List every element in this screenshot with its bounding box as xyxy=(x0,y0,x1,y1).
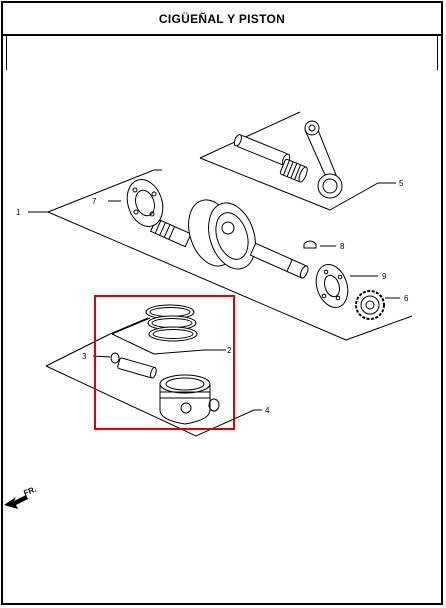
diagram-header: CIGÜEÑAL Y PISTON xyxy=(3,3,441,36)
callout-2: 2 xyxy=(227,346,232,355)
piston-assembly xyxy=(45,304,262,437)
callout-5: 5 xyxy=(399,179,404,188)
diagram-title: CIGÜEÑAL Y PISTON xyxy=(158,11,286,26)
callout-9: 9 xyxy=(382,272,387,281)
front-direction-label: FR. xyxy=(22,485,37,498)
front-direction-marker: FR. xyxy=(4,485,38,509)
callout-8: 8 xyxy=(340,242,345,251)
highlight-box xyxy=(94,295,235,430)
callout-1: 1 xyxy=(16,208,21,217)
frame-divider-right xyxy=(437,36,438,70)
connecting-rod-kit xyxy=(199,111,396,211)
callout-4: 4 xyxy=(265,406,270,415)
bearing-right xyxy=(315,264,378,308)
timing-gear xyxy=(355,290,400,320)
bearing-left xyxy=(108,179,164,227)
callout-6: 6 xyxy=(404,294,409,303)
woodruff-key xyxy=(303,240,336,249)
callout-3: 3 xyxy=(82,352,87,361)
callout-7: 7 xyxy=(92,197,97,206)
crankshaft-assembly xyxy=(28,169,413,341)
frame-divider-left xyxy=(6,36,7,70)
